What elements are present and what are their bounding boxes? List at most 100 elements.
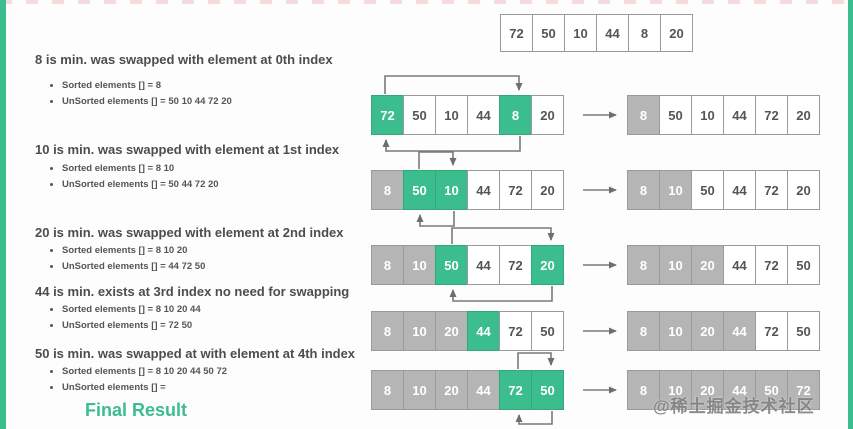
array-cell-selected: 8 — [499, 95, 532, 135]
array-cell-selected: 50 — [435, 245, 468, 285]
array-cell-sorted: 10 — [403, 311, 436, 351]
array-cell-selected: 20 — [531, 245, 564, 285]
step-5-bullets: Sorted elements [] = 8 10 20 44 50 72 Un… — [44, 366, 227, 398]
array-cell-sorted: 8 — [371, 370, 404, 410]
step-5-title: 50 is min. was swapped at with element a… — [35, 346, 356, 361]
array-cell-plain: 72 — [499, 170, 532, 210]
array-cell-plain: 50 — [659, 95, 692, 135]
array-cell-plain: 44 — [467, 245, 500, 285]
array-cell-plain: 72 — [500, 14, 533, 52]
array-cell-plain: 10 — [691, 95, 724, 135]
array-cell-plain: 20 — [531, 95, 564, 135]
array-cell-plain: 20 — [787, 95, 820, 135]
array-cell-plain: 72 — [755, 170, 788, 210]
watermark: @稀土掘金技术社区 — [653, 397, 815, 416]
left-accent-bar — [0, 0, 6, 429]
array-cell-plain: 72 — [755, 95, 788, 135]
swap-arrow-step1-bottom — [382, 136, 521, 152]
array-cell-plain: 44 — [723, 170, 756, 210]
array-cell-selected: 72 — [499, 370, 532, 410]
array-cell-sorted: 8 — [371, 170, 404, 210]
step-2-title: 10 is min. was swapped with element at 1… — [35, 142, 340, 157]
array-cell-plain: 50 — [532, 14, 565, 52]
array-cell-sorted: 8 — [371, 311, 404, 351]
array-cell-plain: 44 — [467, 170, 500, 210]
array-cell-selected: 44 — [467, 311, 500, 351]
swap-arrow-step2-top — [418, 151, 457, 169]
swap-arrow-step2-bottom — [416, 211, 455, 227]
step-1-bullets: Sorted elements [] = 8 UnSorted elements… — [44, 80, 232, 112]
right-accent-bar — [848, 0, 853, 429]
array-cell-sorted: 10 — [659, 370, 692, 410]
array-cell-plain: 10 — [564, 14, 597, 52]
array-cell-sorted: 72 — [787, 370, 820, 410]
array-cell-plain: 50 — [787, 245, 820, 285]
array-cell-sorted: 44 — [723, 311, 756, 351]
array-cell-plain: 50 — [691, 170, 724, 210]
array-cell-plain: 20 — [531, 170, 564, 210]
array-cell-plain: 72 — [755, 245, 788, 285]
array-cell-plain: 20 — [660, 14, 693, 52]
step-5-sorted-bullet: Sorted elements [] = 8 10 20 44 50 72 — [62, 366, 227, 377]
array-cell-plain: 72 — [499, 311, 532, 351]
array-cell-sorted: 20 — [691, 311, 724, 351]
array-cell-plain: 50 — [531, 311, 564, 351]
array-cell-plain: 44 — [596, 14, 629, 52]
swap-arrow-step3-top — [451, 227, 555, 244]
array-cell-sorted: 10 — [403, 370, 436, 410]
array-cell-plain: 72 — [755, 311, 788, 351]
array-cell-plain: 72 — [499, 245, 532, 285]
array-cell-sorted: 10 — [659, 311, 692, 351]
step-5-unsorted-bullet: UnSorted elements [] = — [62, 382, 227, 393]
array-cell-sorted: 10 — [659, 245, 692, 285]
step-2-bullets: Sorted elements [] = 8 10 UnSorted eleme… — [44, 163, 219, 195]
array-cell-selected: 10 — [435, 170, 468, 210]
array-cell-plain: 44 — [723, 95, 756, 135]
array-cell-selected: 50 — [403, 170, 436, 210]
array-cell-plain: 44 — [723, 245, 756, 285]
step-3-unsorted-bullet: UnSorted elements [] = 44 72 50 — [62, 261, 205, 272]
swap-arrow-step5-top — [517, 352, 555, 369]
array-cell-sorted: 8 — [371, 245, 404, 285]
array-cell-sorted: 8 — [627, 95, 660, 135]
array-cell-sorted: 8 — [627, 245, 660, 285]
array-cell-sorted: 20 — [691, 245, 724, 285]
step-1-title: 8 is min. was swapped with element at 0t… — [35, 52, 333, 67]
step-4-unsorted-bullet: UnSorted elements [] = 72 50 — [62, 320, 201, 331]
array-cell-sorted: 8 — [627, 311, 660, 351]
array-cell-sorted: 8 — [627, 370, 660, 410]
array-cell-sorted: 20 — [691, 370, 724, 410]
array-cell-sorted: 10 — [403, 245, 436, 285]
swap-arrow-step1-top — [384, 75, 523, 94]
step-3-sorted-bullet: Sorted elements [] = 8 10 20 — [62, 245, 205, 256]
step-3-bullets: Sorted elements [] = 8 10 20 UnSorted el… — [44, 245, 205, 277]
step-1-unsorted-bullet: UnSorted elements [] = 50 10 44 72 20 — [62, 96, 232, 107]
array-cell-sorted: 20 — [435, 370, 468, 410]
array-cell-plain: 44 — [467, 95, 500, 135]
array-cell-plain: 20 — [787, 170, 820, 210]
array-cell-sorted: 8 — [627, 170, 660, 210]
array-cell-plain: 10 — [435, 95, 468, 135]
final-result-label: Final Result — [85, 400, 188, 420]
top-accent-bar — [0, 0, 853, 4]
step-4-sorted-bullet: Sorted elements [] = 8 10 20 44 — [62, 304, 201, 315]
array-cell-plain: 50 — [403, 95, 436, 135]
array-cell-sorted: 10 — [659, 170, 692, 210]
step-4-bullets: Sorted elements [] = 8 10 20 44 UnSorted… — [44, 304, 201, 336]
array-cell-plain: 8 — [628, 14, 661, 52]
swap-arrow-step5-bottom — [515, 411, 553, 425]
array-cell-plain: 50 — [787, 311, 820, 351]
step-1-sorted-bullet: Sorted elements [] = 8 — [62, 80, 232, 91]
step-4-title: 44 is min. exists at 3rd index no need f… — [35, 284, 350, 299]
